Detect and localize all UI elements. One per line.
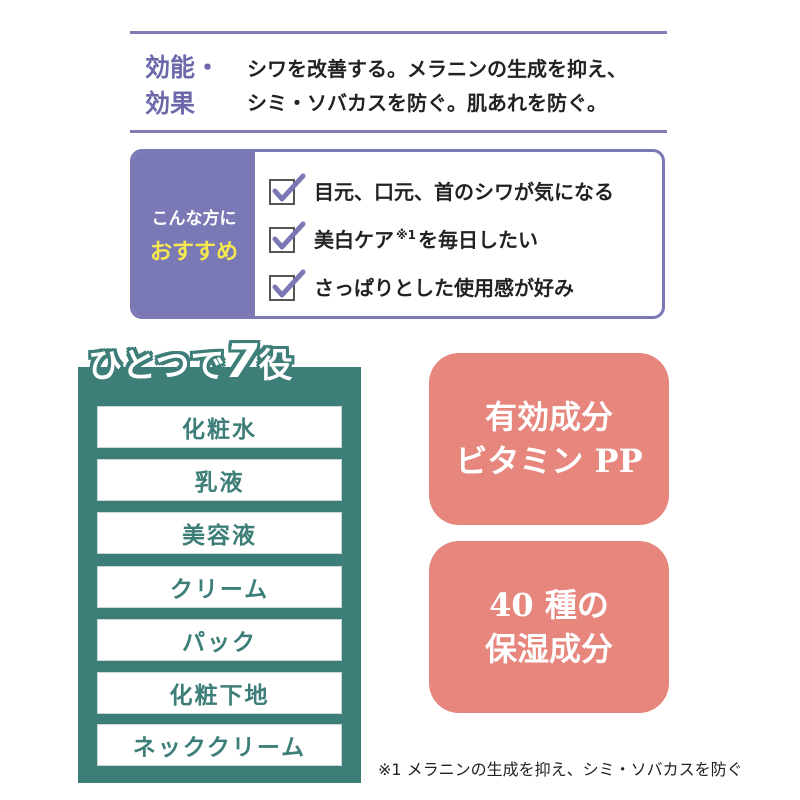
role-item-milk: 乳液 xyxy=(97,459,342,501)
recommend-item-text: さっぱりとした使用感が好み xyxy=(314,275,574,300)
effects-text-line-1: シワを改善する。メラニンの生成を抑え、 xyxy=(247,57,627,81)
effects-text: シワを改善する。メラニンの生成を抑え、 シミ・ソバカスを防ぐ。肌あれを防ぐ。 xyxy=(247,52,667,120)
recommend-item-3: さっぱりとした使用感が好み xyxy=(268,262,614,310)
seven-roles-title-suffix: 役 xyxy=(258,346,294,386)
footnote: ※1 メラニンの生成を抑え、シミ・ソバカスを防ぐ xyxy=(378,760,743,779)
role-item-neck-cream: ネッククリーム xyxy=(97,724,342,766)
recommend-item-text-main: 美白ケア xyxy=(314,227,394,252)
badge-line: ビタミン PP xyxy=(455,442,643,480)
footnote-marker: ※1 xyxy=(396,227,417,242)
effects-label: 効能・ 効果 xyxy=(145,50,225,122)
effects-label-line-2: 効果 xyxy=(145,89,196,118)
role-item-cream: クリーム xyxy=(97,566,342,608)
checkbox-checked-icon xyxy=(269,221,306,253)
seven-roles-title: ひとつで7役 xyxy=(88,334,358,394)
role-item-lotion: 化粧水 xyxy=(97,406,342,448)
seven-roles-title-number: 7 xyxy=(225,334,259,388)
effects-text-line-2: シミ・ソバカスを防ぐ。肌あれを防ぐ。 xyxy=(247,91,607,115)
bottom-rule xyxy=(130,130,667,133)
seven-roles-title-prefix: ひとつで xyxy=(88,346,226,386)
checkbox-checked-icon xyxy=(269,173,306,205)
role-item-pack: パック xyxy=(97,619,342,661)
top-rule xyxy=(130,31,667,34)
recommend-item-text: 目元、口元、首のシワが気になる xyxy=(314,179,614,204)
badge-line: 有効成分 xyxy=(484,398,613,436)
role-item-serum: 美容液 xyxy=(97,512,342,554)
role-item-primer: 化粧下地 xyxy=(97,672,342,714)
recommend-heading-line-2: おすすめ xyxy=(149,240,238,265)
moisture-ingredients-badge: 40 種の 保湿成分 xyxy=(429,541,669,713)
recommend-heading-line-1: こんな方に xyxy=(151,209,237,229)
active-ingredient-badge: 有効成分 ビタミン PP xyxy=(429,353,669,525)
recommend-item-text-after: を毎日したい xyxy=(418,227,539,252)
checkbox-checked-icon xyxy=(269,269,306,301)
badge-line: 40 種の xyxy=(489,586,609,624)
recommend-item-1: 目元、口元、首のシワが気になる xyxy=(268,166,614,214)
badge-line: 保湿成分 xyxy=(484,630,613,668)
recommend-side-panel: こんな方に おすすめ xyxy=(133,152,255,316)
effects-label-line-1: 効能・ xyxy=(145,53,221,82)
